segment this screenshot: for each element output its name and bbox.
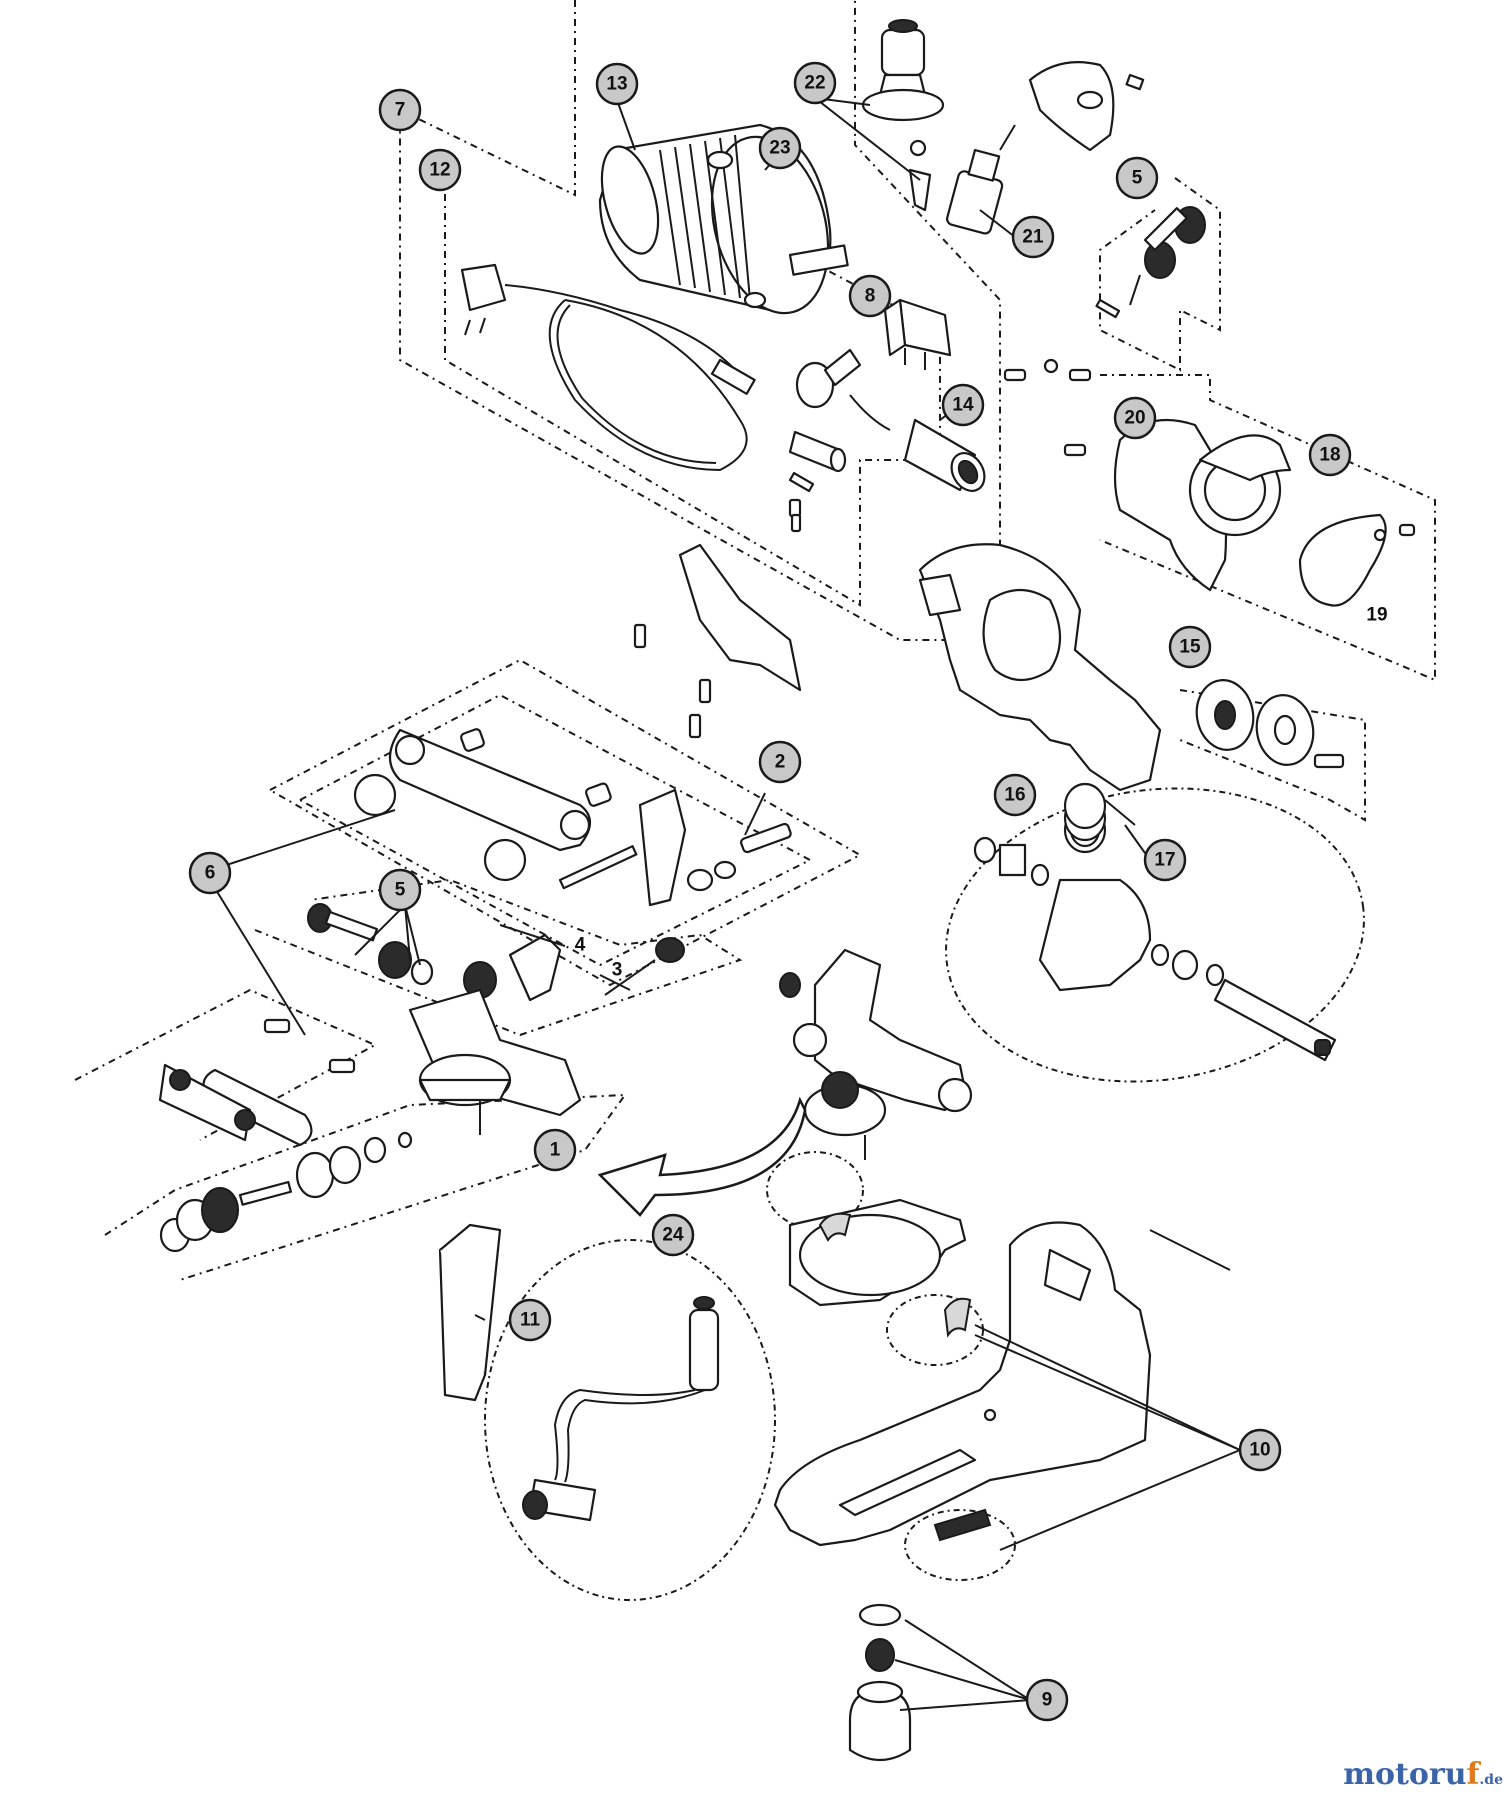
callout-label: 17 [1154, 850, 1175, 871]
assembly-arrow [597, 1096, 807, 1217]
callout-c17: 17 [1143, 838, 1187, 882]
group-24-ellipse [484, 1239, 776, 1601]
group-2-outline [269, 658, 863, 987]
base-plate-part [773, 1221, 1152, 1547]
callout-label: 20 [1124, 408, 1145, 429]
group-5-top-outline [1099, 177, 1221, 372]
watermark-accent-text: f [1466, 1757, 1480, 1792]
callout-c7: 7 [378, 88, 422, 132]
group-5-lower-outline [254, 878, 743, 1037]
clamp-plate-part [438, 1223, 502, 1402]
group-7-outline [399, 0, 1001, 641]
gear-shaft-part [159, 1131, 413, 1253]
callout-c5b: 5 [378, 868, 422, 912]
callout-label: 18 [1319, 445, 1340, 466]
callout-c20: 20 [1113, 396, 1157, 440]
callout-c2: 2 [758, 740, 802, 784]
callout-label: 24 [662, 1225, 684, 1246]
label-19: 19 [1366, 605, 1387, 626]
group-15-outline [1179, 689, 1366, 822]
callout-label: 22 [804, 73, 825, 94]
callout-c16: 16 [993, 773, 1037, 817]
callout-c9: 9 [1025, 1678, 1069, 1722]
motor-part [598, 123, 849, 315]
handle-knob-part [861, 19, 945, 212]
group-18-outline [1099, 374, 1436, 682]
callout-label: 21 [1022, 227, 1044, 248]
callout-c6: 6 [188, 851, 232, 895]
group-16-ellipse [945, 787, 1365, 1083]
callout-c5a: 5 [1115, 156, 1159, 200]
leader-lines [204, 97, 1241, 1711]
callout-label: 1 [550, 1140, 561, 1161]
group-1-outline [104, 1093, 628, 1281]
callout-c21: 21 [1011, 215, 1055, 259]
motoruf-watermark-logo: motoruf.de [1343, 1757, 1503, 1792]
lamp-part [795, 348, 891, 431]
label-4: 4 [575, 935, 586, 956]
callout-label: 23 [769, 138, 790, 159]
switch-part [946, 124, 1016, 235]
callout-label: 16 [1004, 785, 1025, 806]
power-cord-part [460, 263, 756, 472]
pivot-base-part [408, 988, 582, 1135]
callout-c1: 1 [533, 1128, 577, 1172]
callout-c14: 14 [941, 383, 985, 427]
callout-c22: 22 [793, 61, 837, 105]
callout-label: 5 [1132, 168, 1143, 189]
clamp-bracket-part [508, 788, 792, 1002]
sensor-cable-part [522, 1296, 720, 1522]
cylinder-capacitor-part [903, 418, 986, 492]
callout-c18: 18 [1308, 433, 1352, 477]
lock-knob-part [848, 1603, 912, 1761]
callout-label: 15 [1179, 637, 1201, 658]
callout-label: 2 [775, 752, 786, 773]
upper-guard-part [1113, 418, 1292, 592]
callout-c10: 10 [1238, 1428, 1282, 1472]
callout-label: 13 [606, 74, 627, 95]
plate-detail-ellipse [904, 1509, 1016, 1581]
callout-label: 10 [1249, 1440, 1270, 1461]
callout-label: 14 [952, 395, 974, 416]
callout-c8: 8 [848, 274, 892, 318]
turntable-part [788, 1198, 967, 1307]
arm-housing-part [918, 543, 1162, 792]
fastener-detail-ellipse [886, 1294, 984, 1366]
callout-c23: 23 [758, 126, 802, 170]
watermark-main-text: motoru [1343, 1757, 1467, 1792]
callout-c15: 15 [1168, 625, 1212, 669]
capacitor-part [883, 298, 952, 370]
handwheel-part [307, 903, 497, 999]
callout-c24: 24 [651, 1213, 695, 1257]
callout-c11: 11 [508, 1298, 552, 1342]
watermark-tld-text: .de [1479, 1772, 1503, 1788]
callout-label: 9 [1042, 1690, 1053, 1711]
callout-label: 5 [395, 880, 406, 901]
callout-label: 7 [395, 100, 406, 121]
callout-c13: 13 [595, 62, 639, 106]
spring-assembly-part [973, 782, 1337, 1062]
callout-label: 11 [520, 1310, 541, 1331]
callout-c12: 12 [418, 148, 462, 192]
arbor-part [1095, 206, 1206, 319]
callout-label: 6 [205, 863, 216, 884]
guard-cover-part [1298, 513, 1416, 607]
callout-label: 8 [865, 286, 876, 307]
group-6-inner-outline [299, 693, 813, 967]
linkage-arm-part [353, 728, 612, 882]
group-outlines [74, 0, 1436, 1281]
guard-cap-part [1028, 61, 1145, 152]
group-6-lower-outline [74, 988, 378, 1141]
callout-label: 12 [429, 160, 450, 181]
assembled-head-part [779, 948, 973, 1160]
label-3: 3 [612, 960, 623, 981]
lower-linkage-part [158, 1018, 356, 1147]
group-12-outline [444, 175, 941, 607]
small-screws [1003, 358, 1092, 457]
bushing-screws-part [788, 430, 847, 533]
flange-part [1195, 679, 1345, 769]
chip-deflector-part [633, 543, 802, 739]
